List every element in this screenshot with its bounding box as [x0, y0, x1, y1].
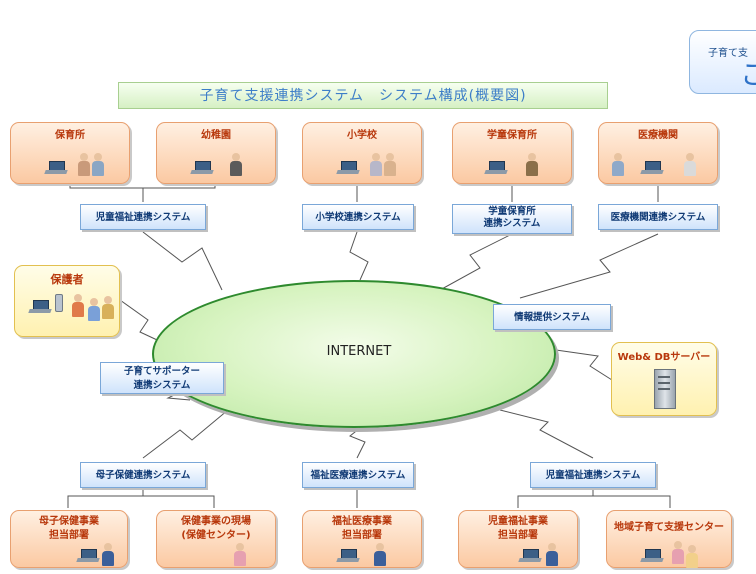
org-label: 母子保健事業 担当部署	[39, 516, 99, 541]
bolt-center-top	[349, 231, 369, 281]
org-gakudo: 学童保育所	[452, 122, 572, 184]
server-label: Web& DBサーバー	[617, 352, 711, 363]
person-icon	[71, 294, 85, 318]
org-chiiki-center: 地域子育て支援センター	[606, 510, 732, 568]
corner-banner-large: こ	[740, 53, 756, 93]
link-boshi	[67, 487, 144, 508]
org-label: 保育所	[55, 130, 85, 141]
person-icon	[545, 543, 559, 567]
system-jido-fukushi-bottom: 児童福祉連携システム	[530, 462, 656, 488]
link-boshi-2	[143, 495, 215, 508]
system-info: 情報提供システム	[493, 304, 611, 330]
diagram-title: 子育て支援連携システム システム構成(概要図)	[118, 82, 608, 109]
person-icon	[369, 153, 383, 177]
bolt-left-top	[142, 231, 223, 291]
person-icon	[101, 543, 115, 567]
server-icon	[654, 369, 676, 409]
bolt-server	[555, 349, 613, 381]
org-boshi: 母子保健事業 担当部署	[10, 510, 128, 568]
org-label: 保健事業の現場 (保健センター)	[181, 516, 251, 541]
org-iryo: 医療機関	[598, 122, 718, 184]
bolt-right-bottom	[499, 409, 594, 459]
person-icon	[77, 153, 91, 177]
laptop-icon	[336, 161, 361, 175]
link-jido-bottom-2	[593, 495, 671, 508]
org-jido-fukushi: 児童福祉事業 担当部署	[458, 510, 578, 568]
person-icon	[87, 298, 101, 322]
internet-cloud	[152, 280, 556, 428]
laptop-icon	[44, 161, 69, 175]
person-icon	[671, 541, 685, 565]
bolt-left-bottom	[142, 409, 229, 459]
laptop-icon	[336, 549, 361, 563]
org-label: 学童保育所	[487, 130, 537, 141]
org-yochien: 幼稚園	[156, 122, 276, 184]
person-icon	[525, 153, 539, 177]
org-label: 小学校	[347, 130, 377, 141]
corner-banner-small: 子育て支	[708, 48, 748, 59]
bolt-right-top	[439, 233, 513, 291]
person-icon	[233, 543, 247, 567]
bolt-center-bottom	[349, 427, 366, 459]
corner-banner: 子育て支 こ	[689, 30, 756, 94]
phone-icon	[55, 294, 63, 312]
org-shogakko: 小学校	[302, 122, 422, 184]
org-hoken-center: 保健事業の現場 (保健センター)	[156, 510, 276, 568]
person-icon	[229, 153, 243, 177]
system-fukushi-iryo: 福祉医療連携システム	[302, 462, 414, 488]
system-jido-fukushi-top: 児童福祉連携システム	[80, 204, 206, 230]
laptop-icon	[28, 300, 53, 314]
laptop-icon	[518, 549, 543, 563]
system-supporter: 子育てサポーター 連携システム	[100, 362, 224, 394]
org-label: 医療機関	[638, 130, 678, 141]
laptop-icon	[190, 161, 215, 175]
org-label: 地域子育て支援センター	[614, 522, 724, 533]
org-label: 幼稚園	[201, 130, 231, 141]
org-label: 児童福祉事業 担当部署	[488, 516, 548, 541]
guardian-label: 保護者	[50, 273, 84, 286]
guardian-box: 保護者	[14, 265, 120, 337]
bolt-far-right	[519, 233, 659, 299]
system-boshi: 母子保健連携システム	[80, 462, 206, 488]
internet-label: INTERNET	[326, 344, 392, 359]
org-hoikusho: 保育所	[10, 122, 130, 184]
person-icon	[373, 543, 387, 567]
person-icon	[91, 153, 105, 177]
person-icon	[383, 153, 397, 177]
laptop-icon	[76, 549, 101, 563]
person-icon	[685, 545, 699, 569]
org-label: 福祉医療事業 担当部署	[332, 516, 392, 541]
laptop-icon	[640, 161, 665, 175]
laptop-icon	[484, 161, 509, 175]
server-box: Web& DBサーバー	[611, 342, 717, 416]
laptop-icon	[640, 549, 665, 563]
link-jido-bottom	[517, 487, 594, 508]
system-shogakko: 小学校連携システム	[302, 204, 414, 230]
person-icon	[101, 296, 115, 320]
person-icon	[611, 153, 625, 177]
org-fukushi-iryo: 福祉医療事業 担当部署	[302, 510, 422, 568]
person-icon	[683, 153, 697, 177]
system-iryo: 医療機関連携システム	[598, 204, 718, 230]
system-gakudo: 学童保育所 連携システム	[452, 204, 572, 234]
